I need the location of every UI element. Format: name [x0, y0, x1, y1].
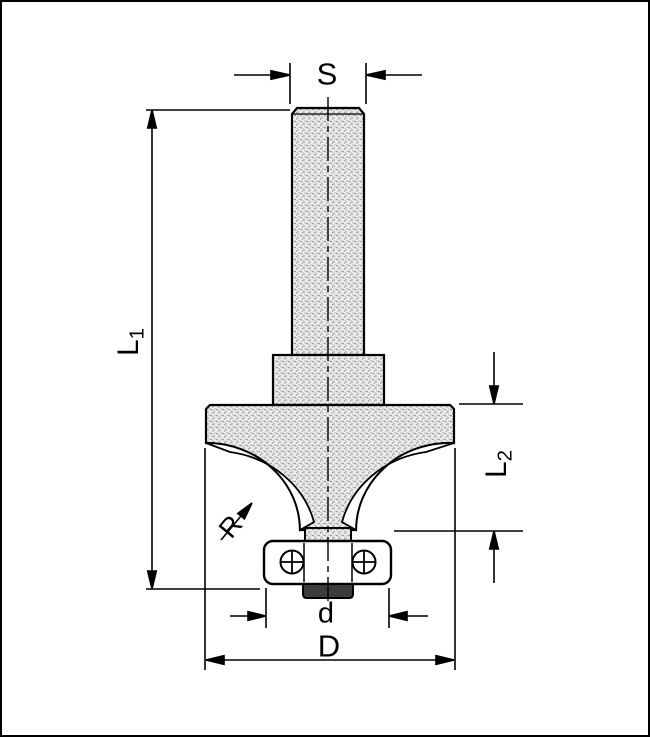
arrowhead: [146, 570, 158, 590]
dim-bearing-d: [230, 588, 428, 628]
dim-length-l2: [394, 352, 523, 583]
cutting-edge-right: [340, 442, 455, 532]
arrowhead: [270, 69, 291, 81]
bearing: [262, 539, 393, 586]
dim-radius-r: [220, 502, 253, 541]
label-total-length-base: L: [111, 339, 145, 357]
dimensions: [146, 63, 523, 670]
label-total-length-sub: 1: [126, 327, 149, 340]
label-cut-length: L2: [479, 449, 517, 479]
dim-length-l1: [146, 109, 290, 590]
dim-shank-s: [234, 63, 422, 104]
arrowhead: [488, 530, 500, 550]
dim-outer-d: [204, 448, 456, 670]
arrowhead: [488, 385, 500, 405]
label-bearing-diameter: d: [317, 597, 335, 630]
label-cut-length-base: L: [479, 461, 513, 479]
screw-icon-left: [279, 549, 305, 575]
screw-icon-right: [351, 549, 377, 575]
arrowhead: [236, 502, 253, 521]
arrowhead: [146, 109, 158, 129]
label-shank-diameter: S: [316, 56, 338, 92]
arrowhead: [247, 610, 267, 622]
arrowhead: [388, 610, 408, 622]
label-total-length: L1: [111, 327, 149, 357]
cutting-edge-left: [205, 442, 316, 532]
label-cut-length-sub: 2: [494, 449, 517, 462]
arrowhead: [365, 69, 386, 81]
label-outer-diameter: D: [317, 628, 341, 664]
arrowhead: [435, 654, 455, 666]
arrowhead: [205, 654, 225, 666]
